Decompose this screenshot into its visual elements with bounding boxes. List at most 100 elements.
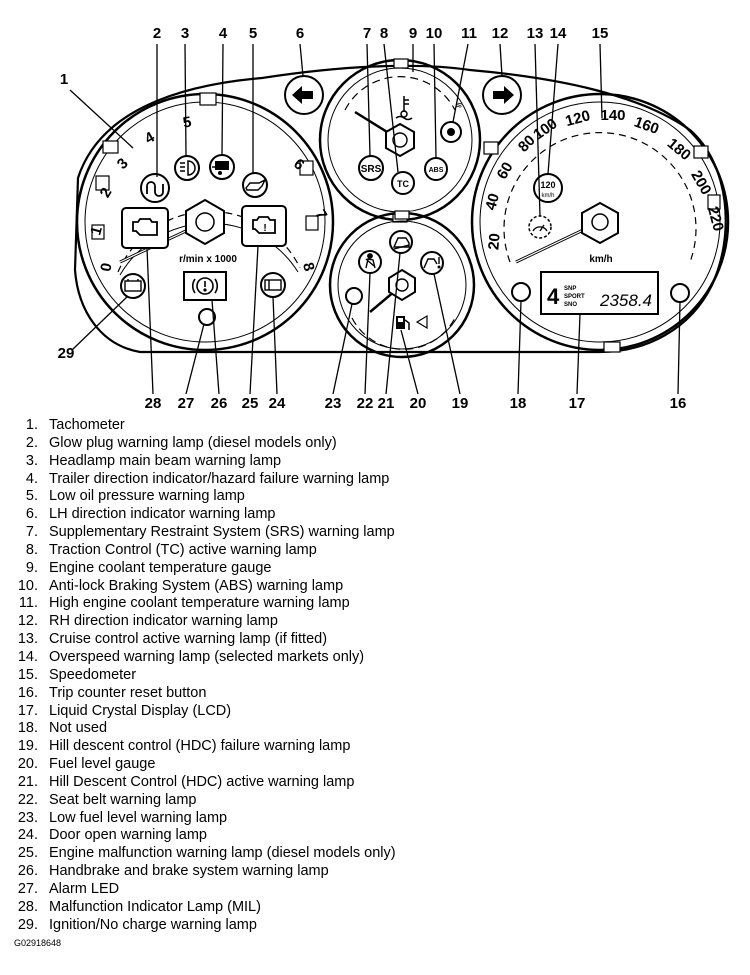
tachometer-number: 7 <box>311 207 330 223</box>
callout-number: 8 <box>380 25 388 42</box>
speedometer-number: 40 <box>482 192 503 213</box>
callout-number: 21 <box>378 395 395 412</box>
legend-item: 9.Engine coolant temperature gauge <box>0 560 750 578</box>
legend-number: 5. <box>25 488 38 505</box>
legend-number: 10. <box>17 577 38 594</box>
legend-item: 5. Low oil pressure warning lamp <box>0 488 750 506</box>
tachometer-number: 3 <box>114 155 132 173</box>
glow-plug-lamp <box>140 173 170 203</box>
legend-number: 7. <box>25 524 38 541</box>
callout-leader-line <box>534 43 541 217</box>
legend-text: Low oil pressure warning lamp <box>49 488 245 505</box>
low-oil-pressure-lamp <box>242 172 268 198</box>
arrow-left-icon <box>292 86 313 104</box>
callout-leader-line <box>364 272 371 395</box>
callout-number: 15 <box>592 25 609 42</box>
callout-number: 10 <box>426 25 443 42</box>
callout-number: 24 <box>269 395 286 412</box>
legend-number: 1. <box>25 417 38 433</box>
abs-lamp-label: ABS <box>429 167 444 174</box>
ignition-lamp <box>120 273 146 299</box>
callout-leader-line <box>517 300 522 395</box>
door-icon <box>264 279 282 291</box>
legend-number: 13. <box>17 631 38 648</box>
callout-number: 19 <box>452 395 469 412</box>
trip-reset-button[interactable] <box>670 283 690 303</box>
callout-leader-line <box>383 43 399 173</box>
legend-item: 13.Cruise control active warning lamp (i… <box>0 631 750 649</box>
overspeed-unit: km/h <box>541 193 554 199</box>
fuel-pump-icon <box>396 316 410 330</box>
legend-list: 1. Tachometer 2. Glow plug warning lamp (di… <box>0 417 750 934</box>
legend-item: 25.Engine malfunction warning lamp (dies… <box>0 845 750 863</box>
legend-text: Ignition/No charge warning lamp <box>49 916 257 933</box>
legend-number: 9. <box>25 559 38 576</box>
legend-item: 8.Traction Control (TC) active warning l… <box>0 542 750 560</box>
callout-leader-line <box>249 245 259 395</box>
speedometer-number: 140 <box>600 107 625 124</box>
legend-text: Trip counter reset button <box>49 684 207 701</box>
callout-number: 9 <box>409 25 417 42</box>
legend-text: Malfunction Indicator Lamp (MIL) <box>49 898 261 915</box>
callout-number: 26 <box>211 395 228 412</box>
callout-leader-line <box>677 301 681 395</box>
legend-number: 8. <box>25 541 38 558</box>
callout-leader-line <box>71 295 129 351</box>
callout-number: 4 <box>219 25 228 42</box>
callout-number: 5 <box>249 25 257 42</box>
legend-text: Handbrake and brake system warning lamp <box>49 863 329 880</box>
callout-number: 16 <box>670 395 687 412</box>
trailer-indicator-lamp <box>209 154 235 180</box>
legend-number: 4. <box>25 470 38 487</box>
handbrake-lamp <box>183 271 227 301</box>
legend-number: 2. <box>25 434 38 451</box>
legend-number: 29. <box>17 916 38 933</box>
legend-item: 19.Hill descent control (HDC) failure wa… <box>0 738 750 756</box>
legend-text: Fuel level gauge <box>49 756 156 773</box>
legend-text: Tachometer <box>49 417 125 433</box>
callout-leader-line <box>69 89 134 149</box>
legend-text: Supplementary Restraint System (SRS) war… <box>49 524 395 541</box>
callout-leader-line <box>146 247 154 395</box>
legend-text: Engine malfunction warning lamp (diesel … <box>49 845 396 862</box>
coolant-hot-mark: ≋ <box>455 100 463 110</box>
legend-text: Glow plug warning lamp (diesel models on… <box>49 434 337 451</box>
alarm-led <box>198 308 216 326</box>
callout-leader-line <box>599 43 603 119</box>
overspeed-value: 120 <box>540 180 555 190</box>
legend-item: 10.Anti-lock Braking System (ABS) warnin… <box>0 578 750 596</box>
callout-leader-line <box>400 329 419 395</box>
legend-number: 28. <box>17 898 38 915</box>
srs-lamp-label: SRS <box>361 164 382 175</box>
callout-number: 7 <box>363 25 371 42</box>
speedometer-number: 20 <box>485 233 503 251</box>
legend-item: 12.RH direction indicator warning lamp <box>0 613 750 631</box>
legend-number: 27. <box>17 880 38 897</box>
callout-leader-line <box>576 313 581 395</box>
lh-direction-indicator-lamp <box>284 75 324 115</box>
speedometer-number: 60 <box>494 159 517 182</box>
legend-item: 28. Malfunction Indicator Lamp (MIL) <box>0 899 750 917</box>
engine-icon <box>132 218 158 236</box>
legend-number: 24. <box>17 827 38 844</box>
callout-leader-line <box>211 299 220 395</box>
legend-number: 22. <box>17 791 38 808</box>
legend-item: 14.Overspeed warning lamp (selected mark… <box>0 649 750 667</box>
callout-number: 23 <box>325 395 342 412</box>
callout-leader-line <box>272 296 278 395</box>
coolant-temperature-icon <box>395 96 413 121</box>
speedometer-number: 100 <box>530 115 560 143</box>
legend-text: Headlamp main beam warning lamp <box>49 452 282 469</box>
legend-number: 19. <box>17 738 38 755</box>
legend-text: Low fuel level warning lamp <box>49 809 228 826</box>
callout-number: 13 <box>527 25 544 42</box>
callout-leader-line <box>299 43 304 77</box>
callout-leader-line <box>221 43 224 156</box>
legend-number: 12. <box>17 613 38 630</box>
callout-number: 1 <box>60 71 68 88</box>
battery-icon <box>124 279 142 292</box>
arrow-right-icon <box>493 86 514 104</box>
legend-item: 4.Trailer direction indicator/hazard fai… <box>0 471 750 489</box>
